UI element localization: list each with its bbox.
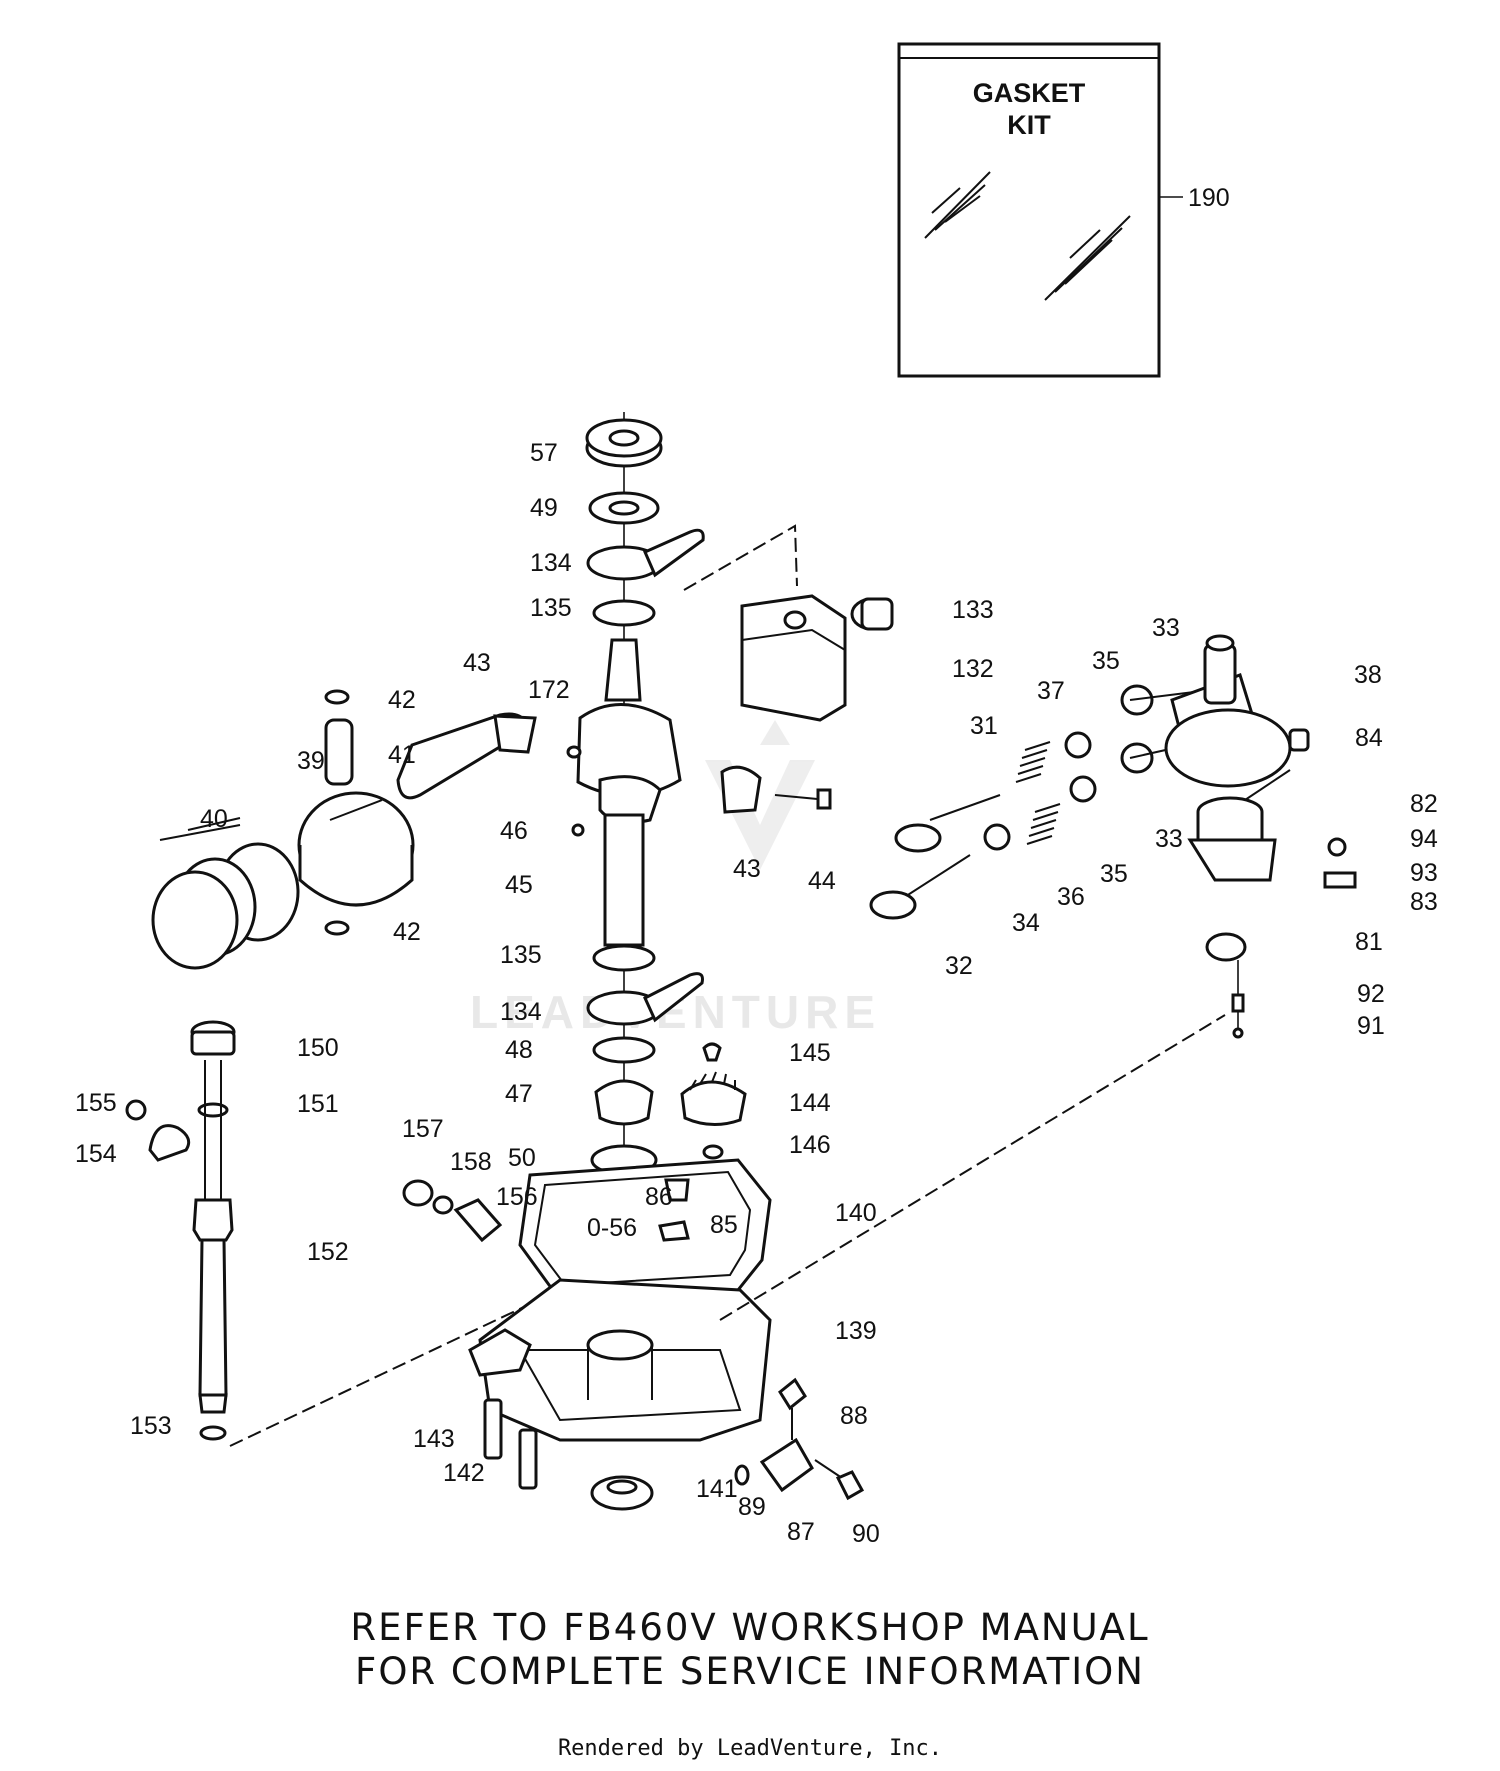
callout-158: 158 [450, 1148, 492, 1176]
callout-141: 141 [696, 1475, 738, 1503]
callout-31: 31 [970, 712, 998, 740]
callout-190: 190 [1188, 184, 1230, 212]
callout-84: 84 [1355, 724, 1383, 752]
callout-37: 37 [1037, 677, 1065, 705]
callout-90: 90 [852, 1520, 880, 1548]
callout-86: 86 [645, 1183, 673, 1211]
callout-47: 47 [505, 1080, 533, 1108]
callout-88: 88 [840, 1402, 868, 1430]
callout-151: 151 [297, 1090, 339, 1118]
callout-145: 145 [789, 1039, 831, 1067]
callout-0-56: 0-56 [587, 1214, 637, 1242]
callout-146: 146 [789, 1131, 831, 1159]
callout-43: 43 [733, 855, 761, 883]
callout-33: 33 [1155, 825, 1183, 853]
callout-144: 144 [789, 1089, 831, 1117]
render-credit: Rendered by LeadVenture, Inc. [557, 1736, 943, 1761]
callout-156: 156 [496, 1183, 538, 1211]
callout-85: 85 [710, 1211, 738, 1239]
callout-35: 35 [1100, 860, 1128, 888]
callout-172: 172 [528, 676, 570, 704]
callout-38: 38 [1354, 661, 1382, 689]
valve-train [869, 634, 1357, 1039]
callout-42: 42 [388, 686, 416, 714]
dipstick-assembly [125, 1020, 751, 1447]
callout-140: 140 [835, 1199, 877, 1227]
callout-91: 91 [1357, 1012, 1385, 1040]
governor-gear [680, 1042, 747, 1160]
leadventure-watermark: LEADVENTURE [470, 720, 875, 1038]
callout-135: 135 [530, 594, 572, 622]
callout-133: 133 [952, 596, 994, 624]
callout-93: 93 [1410, 859, 1438, 887]
callout-35: 35 [1092, 647, 1120, 675]
callout-157: 157 [402, 1115, 444, 1143]
callout-152: 152 [307, 1238, 349, 1266]
callout-143: 143 [413, 1425, 455, 1453]
callout-43: 43 [463, 649, 491, 677]
callout-132: 132 [952, 655, 994, 683]
callout-33: 33 [1152, 614, 1180, 642]
callout-49: 49 [530, 494, 558, 522]
callout-135: 135 [500, 941, 542, 969]
callout-142: 142 [443, 1459, 485, 1487]
callout-154: 154 [75, 1140, 117, 1168]
callout-45: 45 [505, 871, 533, 899]
callout-83: 83 [1410, 888, 1438, 916]
gasket-kit-bag: GASKET KIT 190 [897, 42, 1230, 378]
callout-34: 34 [1012, 909, 1040, 937]
callout-153: 153 [130, 1412, 172, 1440]
crankshaft-assembly [566, 412, 705, 1180]
callout-39: 39 [297, 747, 325, 775]
piston-assembly [151, 689, 832, 970]
callout-32: 32 [945, 952, 973, 980]
callout-46: 46 [500, 817, 528, 845]
callout-155: 155 [75, 1089, 117, 1117]
callout-150: 150 [297, 1034, 339, 1062]
gasket-kit-label-line1: GASKET [973, 78, 1086, 108]
crankcase [468, 1014, 1226, 1511]
drain-plug-parts [402, 1178, 690, 1243]
callout-40: 40 [200, 805, 228, 833]
callout-89: 89 [738, 1493, 766, 1521]
callout-87: 87 [787, 1518, 815, 1546]
part-callouts: 57 49 134 135 172 43 42 41 39 40 46 45 43 44 42 135 134 4… [75, 439, 1438, 1548]
balancer-assembly [683, 524, 894, 722]
service-note-line1: REFER TO FB460V WORKSHOP MANUAL [350, 1606, 1150, 1649]
callout-44: 44 [808, 867, 836, 895]
callout-92: 92 [1357, 980, 1385, 1008]
callout-134: 134 [500, 998, 542, 1026]
callout-42: 42 [393, 918, 421, 946]
gasket-kit-glare [924, 171, 1131, 301]
callout-81: 81 [1355, 928, 1383, 956]
callout-134: 134 [530, 549, 572, 577]
callout-48: 48 [505, 1036, 533, 1064]
service-note-line2: FOR COMPLETE SERVICE INFORMATION [355, 1650, 1145, 1693]
gasket-kit-label-line2: KIT [1007, 110, 1051, 140]
oil-switch-parts [734, 1377, 865, 1501]
callout-139: 139 [835, 1317, 877, 1345]
callout-41: 41 [388, 741, 416, 769]
callout-36: 36 [1057, 883, 1085, 911]
callout-82: 82 [1410, 790, 1438, 818]
callout-57: 57 [530, 439, 558, 467]
callout-50: 50 [508, 1144, 536, 1172]
callout-94: 94 [1410, 825, 1438, 853]
